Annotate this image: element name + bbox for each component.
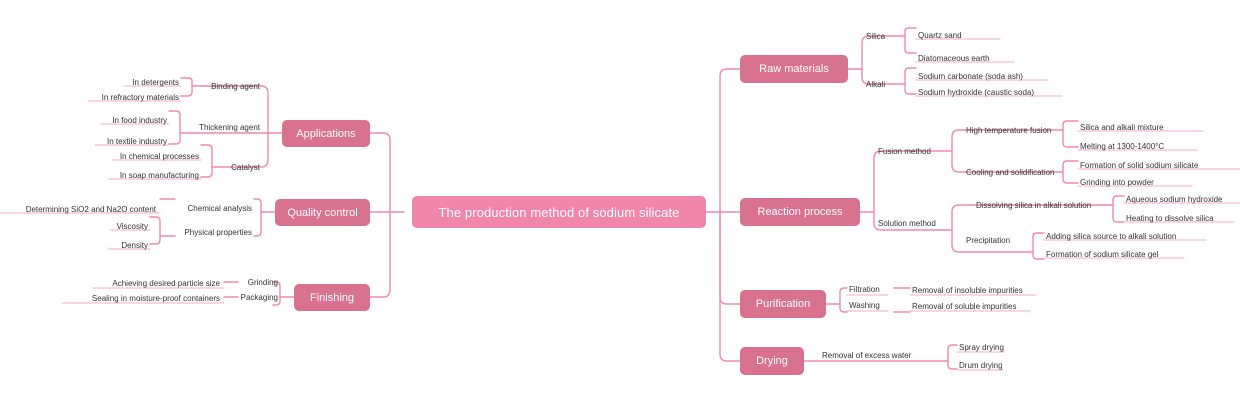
leaf-node[interactable]: In soap manufacturing [119,171,199,180]
leaf-node[interactable]: Drum drying [959,361,1003,370]
leaf-node[interactable]: Quartz sand [918,31,962,40]
leaf-node[interactable]: Sodium hydroxide (caustic soda) [918,88,1035,97]
sub-node-removal-of-excess-water[interactable]: Removal of excess water [822,350,912,360]
branch-node-reaction-process[interactable]: Reaction process [740,198,860,226]
branch-node-quality-control[interactable]: Quality control [275,199,370,226]
sub-node-catalyst[interactable]: Catalyst [231,162,260,172]
leaf-node[interactable]: Silica and alkali mixture [1080,123,1164,132]
leaf-node[interactable]: Removal of soluble impurities [912,302,1017,311]
sub-node-thickening-agent[interactable]: Thickening agent [199,122,260,132]
sub-node-packaging[interactable]: Packaging [240,292,278,302]
sub-node-cooling-and-solidification[interactable]: Cooling and solidification [966,167,1055,177]
sub-node-grinding[interactable]: Grinding [247,277,278,287]
leaf-node[interactable]: Spray drying [959,343,1004,352]
leaf-node[interactable]: Melting at 1300-1400°C [1080,142,1165,151]
sub-node-washing[interactable]: Washing [849,300,880,310]
sub-node-silica[interactable]: Silica [866,31,886,41]
sub-node-dissolving-silica[interactable]: Dissolving silica in alkali solution [976,200,1092,210]
sub-node-chemical-analysis[interactable]: Chemical analysis [187,203,252,213]
leaf-node[interactable]: In textile industry [106,137,167,146]
leaf-node[interactable]: Achieving desired particle size [112,279,220,288]
leaf-node[interactable]: In chemical processes [119,152,199,161]
leaf-node[interactable]: Adding silica source to alkali solution [1046,232,1177,241]
branch-node-drying[interactable]: Drying [740,347,804,375]
leaf-node[interactable]: Sodium carbonate (soda ash) [918,72,1023,81]
leaf-node[interactable]: Diatomaceous earth [918,54,990,63]
leaf-node[interactable]: Formation of sodium silicate gel [1046,250,1159,259]
leaf-node[interactable]: Grinding into powder [1080,178,1154,187]
branch-node-purification[interactable]: Purification [740,290,826,318]
sub-node-filtration[interactable]: Filtration [849,284,880,294]
branch-node-raw-materials[interactable]: Raw materials [740,55,848,83]
branch-node-applications[interactable]: Applications [282,120,370,147]
leaf-node[interactable]: Aqueous sodium hydroxide [1126,195,1223,204]
sub-node-binding-agent[interactable]: Binding agent [211,81,260,91]
leaf-node[interactable]: In refractory materials [101,93,179,102]
sub-node-fusion-method[interactable]: Fusion method [878,146,931,156]
leaf-node[interactable]: Density [121,241,148,250]
leaf-node[interactable]: In food industry [112,116,167,125]
leaf-node[interactable]: Sealing in moisture-proof containers [91,294,220,303]
sub-node-high-temperature-fusion[interactable]: High temperature fusion [966,125,1052,135]
leaf-node[interactable]: Formation of solid sodium silicate [1080,161,1199,170]
sub-node-precipitation[interactable]: Precipitation [966,235,1011,245]
branch-node-finishing[interactable]: Finishing [294,284,370,311]
sub-node-alkali[interactable]: Alkali [866,79,886,89]
leaf-node[interactable]: Viscosity [116,222,148,231]
leaf-node[interactable]: Heating to dissolve silica [1126,214,1214,223]
leaf-node[interactable]: Removal of insoluble impurities [912,286,1023,295]
sub-node-physical-properties[interactable]: Physical properties [184,227,252,237]
leaf-node[interactable]: In detergents [132,78,179,87]
leaf-node[interactable]: Determining SiO2 and Na2O content [25,205,156,214]
sub-node-solution-method[interactable]: Solution method [878,218,936,228]
root-node[interactable]: The production method of sodium silicate [412,196,706,228]
